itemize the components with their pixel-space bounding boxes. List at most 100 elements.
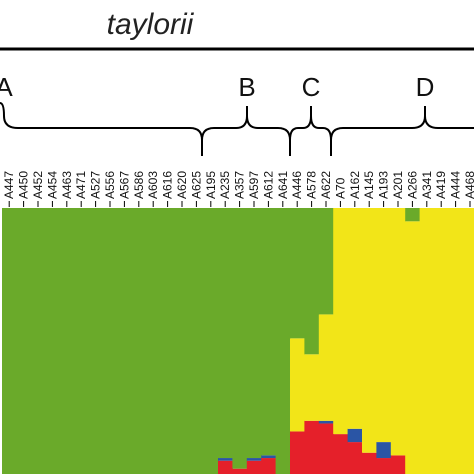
sample-label: A556	[103, 171, 117, 199]
bar-segment-blue	[261, 455, 277, 459]
bar-segment-red	[318, 423, 334, 474]
bar-segment-yellow	[462, 208, 474, 474]
bar-segment-red	[232, 468, 248, 474]
group-label-d: D	[416, 72, 435, 102]
bar-segment-green	[275, 208, 291, 474]
brace-c	[289, 106, 332, 156]
bar-segment-yellow	[376, 208, 392, 443]
bar-segment-green	[304, 208, 320, 355]
group-label-c: C	[302, 72, 321, 102]
bar-segment-green	[318, 208, 334, 315]
sample-label: A446	[290, 171, 304, 199]
sample-label: A70	[333, 177, 347, 199]
group-braces	[0, 102, 474, 156]
sample-label: A612	[261, 171, 275, 199]
bar-segment-red	[376, 458, 392, 474]
bar-segment-green	[246, 208, 262, 459]
bar-segment-blue	[318, 420, 334, 424]
sample-label: A450	[17, 171, 31, 199]
sample-label: A620	[175, 171, 189, 199]
sample-label: A195	[204, 171, 218, 199]
bar-segment-red	[246, 460, 262, 474]
bar-segment-red	[261, 458, 277, 474]
sample-label: A447	[2, 171, 16, 199]
sample-label: A444	[449, 171, 463, 199]
bar-segment-yellow	[362, 208, 377, 453]
bar-segment-yellow	[448, 208, 464, 474]
bar-segment-red	[290, 431, 305, 474]
bar-segment-blue	[246, 458, 262, 461]
bar-segment-green	[117, 208, 133, 474]
sample-label: A625	[189, 171, 203, 199]
bar-segment-red	[347, 442, 363, 474]
bar-segment-red	[390, 455, 406, 474]
bar-segment-green	[290, 208, 305, 339]
bar-segment-green	[232, 208, 248, 469]
admixture-bars	[2, 208, 474, 474]
bar-segment-green	[45, 208, 61, 474]
brace-d	[330, 106, 474, 141]
sample-label: A193	[377, 171, 391, 199]
sample-label: A452	[31, 171, 45, 199]
bar-segment-green	[131, 208, 147, 474]
bar-segment-green	[261, 208, 277, 456]
bar-segment-green	[16, 208, 32, 474]
bar-segment-green	[59, 208, 75, 474]
bar-segment-yellow	[419, 208, 435, 474]
bar-segment-blue	[376, 442, 392, 459]
bar-segment-red	[333, 434, 349, 474]
bar-segment-red	[304, 420, 320, 474]
bar-segment-yellow	[333, 208, 349, 435]
bar-segment-green	[146, 208, 161, 474]
sample-label: A419	[434, 171, 448, 199]
sample-label: A357	[233, 171, 247, 199]
bar-segment-blue	[218, 458, 233, 461]
sample-label: A567	[117, 171, 131, 199]
bar-segment-green	[74, 208, 89, 474]
sample-label: A468	[463, 171, 474, 199]
bar-segment-yellow	[318, 314, 334, 421]
brace-a	[0, 102, 203, 156]
bar-segment-green	[88, 208, 104, 474]
bar-segment-green	[2, 208, 17, 474]
sample-label: A603	[146, 171, 160, 199]
sample-label: A201	[391, 171, 405, 199]
sample-label: A454	[45, 171, 59, 199]
bar-segment-green	[30, 208, 46, 474]
sample-label: A341	[420, 171, 434, 199]
sample-label: A622	[319, 171, 333, 199]
bar-segment-green	[160, 208, 176, 474]
species-title: taylorii	[107, 8, 195, 41]
sample-label: A471	[74, 171, 88, 199]
sample-label: A235	[218, 171, 232, 199]
sample-label: A527	[89, 171, 103, 199]
sample-label: A162	[348, 171, 362, 199]
bar-segment-red	[218, 460, 233, 474]
bar-segment-yellow	[347, 208, 363, 429]
brace-b	[201, 106, 291, 156]
bar-segment-green	[218, 208, 233, 459]
bar-segment-green	[203, 208, 219, 474]
sample-label: A597	[247, 171, 261, 199]
sample-label: A578	[305, 171, 319, 199]
bar-segment-yellow	[390, 208, 406, 456]
sample-label: A266	[405, 171, 419, 199]
bar-segment-yellow	[405, 221, 421, 474]
bar-segment-red	[362, 452, 377, 474]
bar-segment-green	[102, 208, 118, 474]
sample-label: A586	[132, 171, 146, 199]
sample-label: A641	[276, 171, 290, 199]
group-label-b: B	[238, 72, 255, 102]
bar-segment-blue	[347, 428, 363, 443]
sample-label: A145	[362, 171, 376, 199]
bar-segment-green	[405, 208, 421, 222]
bar-segment-yellow	[434, 208, 449, 474]
sample-label: A616	[161, 171, 175, 199]
bar-segment-green	[189, 208, 205, 474]
group-label-a: A	[0, 72, 13, 102]
bar-segment-yellow	[304, 354, 320, 421]
bar-segment-yellow	[290, 338, 305, 432]
sample-label: A463	[60, 171, 74, 199]
